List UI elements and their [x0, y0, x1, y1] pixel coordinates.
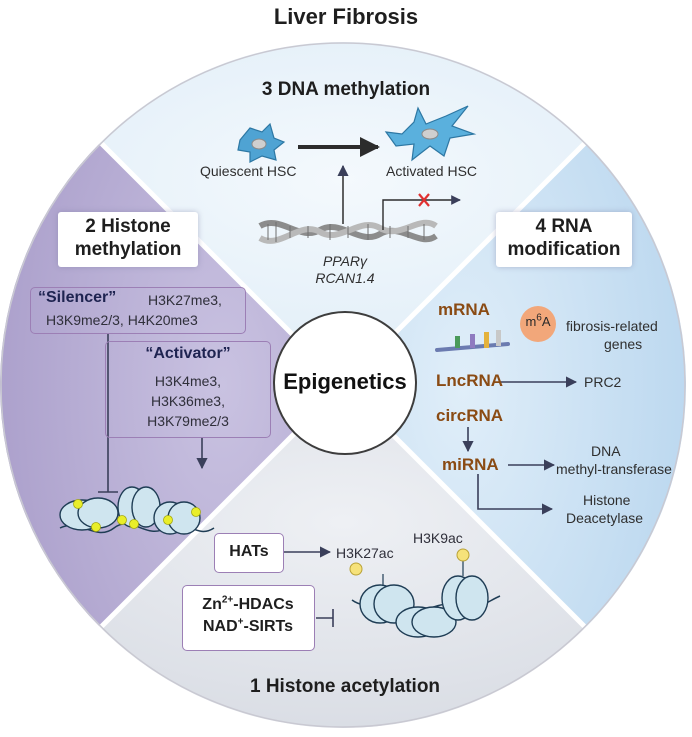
section-heading-histone-methylation: 2 Histone methylation [58, 212, 198, 267]
rna-heading-line1: 4 RNA [535, 216, 593, 237]
prc2-label: PRC2 [584, 374, 622, 390]
silencer-box [30, 287, 246, 334]
hdacs-label: Zn2+-HDACs [182, 594, 314, 616]
dnmt-line1: DNA [591, 443, 621, 459]
hm-heading-line1: 2 Histone [85, 216, 171, 237]
section-heading-dna-methylation: 3 DNA methylation [261, 79, 431, 100]
hdacs-box [182, 585, 315, 651]
hdac-line2: Deacetylase [566, 510, 644, 526]
silencer-inhibit-line [98, 333, 118, 493]
section-heading-histone-acetylation: 1 Histone acetylation [249, 676, 441, 697]
mirna-label: miRNA [442, 455, 499, 474]
quiescent-hsc-cell [237, 122, 286, 163]
h3k9ac-label: H3K9ac [413, 530, 463, 546]
m6a-label: m6A [522, 312, 554, 329]
silencer-marks-line2: H3K9me2/3, H4K20me3 [46, 312, 198, 328]
blocked-cross-icon [418, 193, 430, 207]
activator-mark-3: H3K79me2/3 [147, 413, 229, 429]
section-heading-rna-modification: 4 RNA modification [496, 212, 632, 267]
activated-hsc-label: Activated HSC [386, 163, 478, 179]
quadrant-histone-acetylation [0, 385, 686, 728]
figure-title: Liver Fibrosis [273, 4, 419, 29]
quiescent-hsc-label: Quiescent HSC [200, 163, 297, 179]
nucleosome-cluster-acetylation [349, 548, 501, 638]
silencer-marks-line1: H3K27me3, [148, 292, 222, 308]
sirts-suffix: -SIRTs [243, 618, 293, 635]
outer-ring [0, 42, 686, 728]
sirts-label: NAD+-SIRTs [182, 616, 314, 638]
activator-box [105, 341, 271, 438]
center-label: Epigenetics [283, 369, 407, 394]
activator-mark-2: H3K36me3, [151, 393, 225, 409]
gene-pparg-label: PPARγ [322, 253, 368, 269]
dnmt-line2: methyl-transferase [556, 461, 672, 477]
hats-box [214, 533, 284, 573]
h3k27ac-label: H3K27ac [336, 545, 394, 561]
hdacs-prefix: Zn [202, 596, 222, 613]
mirna-hdac-arrow [477, 474, 554, 515]
lncrna-label: LncRNA [436, 371, 504, 390]
dna-helix [258, 219, 438, 244]
activated-hsc-cell [384, 105, 477, 162]
m6a-base: m [525, 314, 537, 329]
mrna-strand-icon [435, 330, 510, 352]
hdacs-sup: 2+ [221, 594, 234, 606]
hm-heading-line2: methylation [74, 239, 182, 260]
center-circle [273, 311, 417, 455]
rna-heading-line2: modification [507, 239, 621, 260]
sirts-sup: + [237, 616, 244, 628]
activator-label: “Activator” [145, 345, 231, 362]
fibrosis-genes-line1: fibrosis-related [566, 318, 658, 334]
m6a-badge [520, 306, 556, 342]
m6a-superscript: 6 [536, 312, 542, 324]
hdac-line1: Histone [583, 492, 631, 508]
m6a-tail: A [541, 314, 551, 329]
nucleosome-cluster-methylation [59, 486, 215, 535]
transcription-arrow [382, 195, 461, 230]
activator-mark-1: H3K4me3, [154, 373, 222, 389]
circrna-label: circRNA [436, 406, 504, 425]
fibrosis-genes-line2: genes [604, 336, 643, 352]
gene-rcan-label: RCAN1.4 [315, 270, 375, 286]
hats-label: HATs [229, 543, 269, 560]
mrna-label: mRNA [438, 300, 490, 319]
sirts-prefix: NAD [203, 618, 238, 635]
hdacs-inhibit-line [316, 609, 334, 627]
hdacs-suffix: -HDACs [233, 596, 294, 613]
silencer-label: “Silencer” [38, 289, 117, 306]
